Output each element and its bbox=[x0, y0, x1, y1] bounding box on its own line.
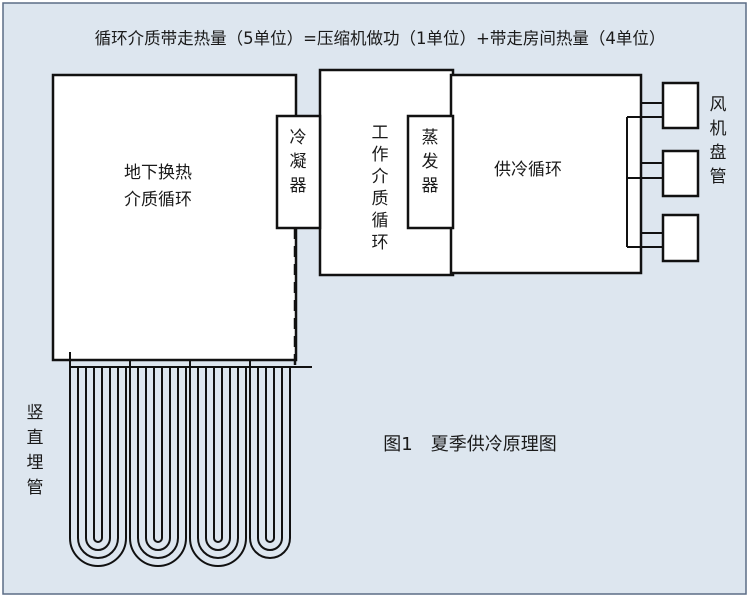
working-loop-char-5: 循 bbox=[372, 211, 389, 231]
working-loop-char-2: 作 bbox=[372, 145, 389, 165]
cooling-supply-loop-box bbox=[449, 73, 643, 275]
fan-coil-char-2: 机 bbox=[710, 119, 727, 139]
ground-loop-label-line2: 介质循环 bbox=[124, 190, 192, 210]
working-loop-char-3: 介 bbox=[372, 167, 389, 187]
evaporator-char-3: 器 bbox=[422, 176, 439, 196]
heat-balance-equation: 循环介质带走热量（5单位）=压缩机做功（1单位）+带走房间热量（4单位） bbox=[95, 29, 666, 48]
vertical-pipe-char-2: 直 bbox=[27, 428, 44, 448]
evaporator-char-2: 发 bbox=[422, 152, 439, 172]
vertical-pipe-char-1: 竖 bbox=[27, 403, 44, 423]
vertical-pipe-char-4: 管 bbox=[27, 478, 44, 498]
fan-coil-char-3: 盘 bbox=[710, 143, 727, 163]
fan-coil-unit-3 bbox=[661, 213, 700, 263]
working-loop-char-1: 工 bbox=[372, 123, 389, 143]
vertical-pipe-char-3: 埋 bbox=[27, 453, 44, 473]
fan-coil-unit-2 bbox=[661, 149, 700, 198]
working-loop-char-4: 质 bbox=[372, 189, 389, 209]
fan-coil-unit-1 bbox=[661, 81, 700, 130]
figure-caption: 图1 夏季供冷原理图 bbox=[383, 434, 556, 455]
working-loop-char-6: 环 bbox=[372, 233, 389, 253]
condenser-char-3: 器 bbox=[290, 176, 307, 196]
vertical-u-tubes bbox=[69, 360, 291, 567]
condenser-char-2: 凝 bbox=[290, 152, 307, 172]
ground-heat-exchange-loop-box bbox=[51, 73, 298, 362]
evaporator-char-1: 蒸 bbox=[422, 128, 439, 148]
fan-coil-piping bbox=[626, 102, 663, 248]
evaporator-box bbox=[406, 114, 455, 230]
fan-coil-char-1: 风 bbox=[710, 95, 727, 115]
cooling-loop-label: 供冷循环 bbox=[494, 160, 562, 180]
condenser-box bbox=[275, 114, 322, 230]
condenser-char-1: 冷 bbox=[290, 128, 307, 148]
fan-coil-char-4: 管 bbox=[710, 167, 727, 187]
ground-loop-label-line1: 地下换热 bbox=[124, 163, 192, 183]
